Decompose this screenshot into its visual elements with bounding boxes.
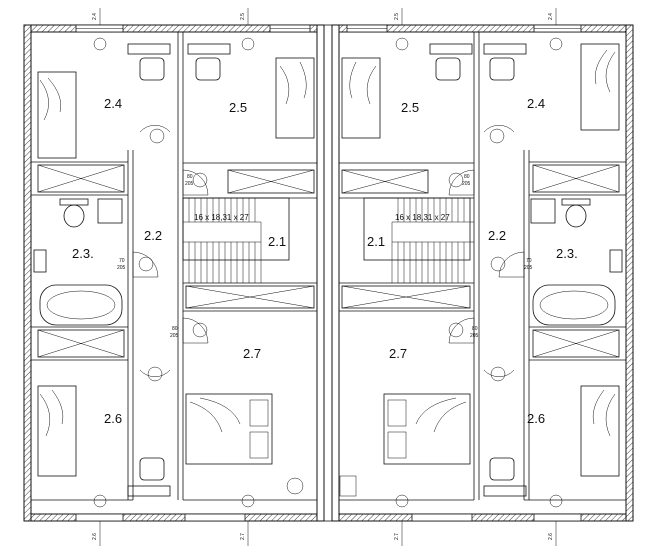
door-dim-bottom: 205 — [185, 181, 194, 187]
bed-2-6-right — [580, 385, 620, 477]
door-dim-top: 80 — [464, 174, 470, 180]
stair-dimension-left: 16 x 18,31 x 27 — [194, 213, 249, 222]
room-label-2-5-left: 2.5 — [229, 100, 247, 115]
door-dim-bottom: 205 — [524, 265, 533, 271]
bed-2-7-right — [383, 393, 471, 465]
door-dim-top: 70 — [119, 258, 125, 264]
room-label-2-3-left: 2.3. — [72, 246, 94, 261]
door-dim-bottom: 205 — [470, 333, 479, 339]
left-unit — [31, 8, 317, 546]
door-dim-top: 80 — [187, 174, 193, 180]
axis-mark-top: 2.5 — [394, 13, 400, 20]
bed-2-6 — [37, 385, 77, 477]
bathtub-left — [39, 284, 123, 326]
bed-2-7 — [185, 393, 273, 465]
stairs-left — [182, 197, 290, 283]
room-label-2-1-left: 2.1 — [268, 234, 286, 249]
room-label-2-6-left: 2.6 — [104, 411, 122, 426]
bathtub-right — [532, 284, 616, 326]
room-label-2-3-right: 2.3. — [556, 246, 578, 261]
toilet-left — [59, 198, 89, 228]
stair-dimension-right: 16 x 18,31 x 27 — [395, 213, 450, 222]
room-label-2-2-left: 2.2 — [144, 228, 162, 243]
room-label-2-7-left: 2.7 — [243, 346, 261, 361]
door-dim-top: 80 — [172, 326, 178, 332]
room-label-2-4-right: 2.4 — [527, 96, 545, 111]
door-dim-bottom: 205 — [462, 181, 471, 187]
room-label-2-7-right: 2.7 — [389, 346, 407, 361]
bed-2-4-right — [580, 43, 620, 131]
axis-mark-bottom: 2.6 — [548, 533, 554, 540]
room-label-2-6-right: 2.6 — [527, 411, 545, 426]
door-dim-bottom: 205 — [170, 333, 179, 339]
room-label-2-1-right: 2.1 — [367, 234, 385, 249]
room-label-2-5-right: 2.5 — [401, 100, 419, 115]
toilet-right — [561, 198, 591, 228]
door-dim-top: 70 — [526, 258, 532, 264]
bed-2-5 — [275, 57, 315, 139]
axis-mark-top: 2.5 — [240, 13, 246, 20]
outer-walls — [23, 24, 634, 522]
bed-2-4 — [37, 71, 77, 159]
stairs-right — [363, 197, 474, 283]
axis-marks: 2.4 2.5 2.5 2.4 2.6 2.7 2.7 2.6 — [92, 13, 554, 540]
axis-mark-bottom: 2.7 — [394, 533, 400, 540]
axis-mark-bottom: 2.6 — [92, 533, 98, 540]
axis-mark-top: 2.4 — [92, 13, 98, 20]
axis-mark-top: 2.4 — [548, 13, 554, 20]
bed-2-5-right — [341, 57, 381, 139]
door-dim-top: 80 — [472, 326, 478, 332]
door-dim-bottom: 205 — [117, 265, 126, 271]
room-labels: 2.4 2.5 2.2 2.3. 2.1 2.7 2.6 2.5 2.4 2.2… — [72, 96, 578, 426]
right-unit — [339, 8, 626, 546]
axis-mark-bottom: 2.7 — [240, 533, 246, 540]
room-label-2-4-left: 2.4 — [104, 96, 122, 111]
room-label-2-2-right: 2.2 — [488, 228, 506, 243]
door-dimensions: 80 205 70 205 80 205 80 205 70 205 80 20… — [117, 174, 533, 339]
